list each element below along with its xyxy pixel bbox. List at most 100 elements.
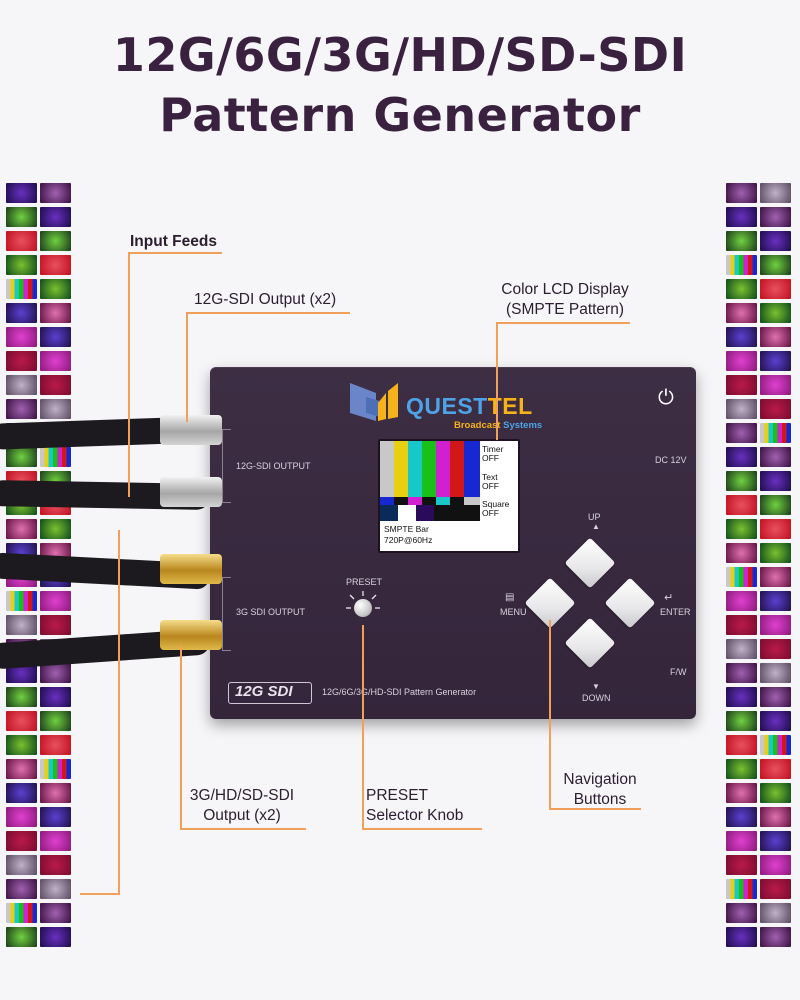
preset-knob-ticks (346, 591, 380, 609)
label-up: UP (588, 512, 601, 522)
pattern-thumbnail (6, 927, 37, 947)
label-down: DOWN (582, 693, 611, 703)
pattern-thumbnail (40, 399, 71, 419)
pattern-thumbnail (40, 351, 71, 371)
page-title-line2: Pattern Generator (159, 88, 641, 142)
label-enter: ENTER (660, 607, 691, 617)
pattern-thumbnail (40, 519, 71, 539)
pattern-thumbnail (40, 663, 71, 683)
callout-3g-line2: Output (x2) (203, 807, 281, 824)
up-button[interactable] (564, 537, 616, 589)
pattern-thumbnail (760, 279, 791, 299)
brand-name-prefix: QUEST (406, 393, 488, 419)
label-preset: PRESET (346, 577, 383, 587)
pattern-thumbnail (40, 831, 71, 851)
pattern-thumbnail (6, 735, 37, 755)
label-3g-output: 3G SDI OUTPUT (236, 607, 306, 617)
pattern-thumbnail (760, 183, 791, 203)
label-menu: MENU (500, 607, 527, 617)
callout-navigation: Navigation Buttons (548, 770, 652, 810)
callout-line-preset-v (362, 625, 364, 830)
brand-name: QUESTTEL (406, 393, 533, 420)
pattern-thumbnail (726, 447, 757, 467)
pattern-thumbnail (726, 927, 757, 947)
pattern-thumbnail (40, 231, 71, 251)
pattern-thumbnail (726, 303, 757, 323)
pattern-thumbnail (760, 351, 791, 371)
lcd-text-value: OFF (482, 481, 499, 491)
pattern-thumbnail (760, 903, 791, 923)
enter-icon: ↵ (664, 592, 674, 604)
pattern-thumbnail (760, 759, 791, 779)
pattern-thumbnail (760, 735, 791, 755)
pattern-thumbnail (6, 759, 37, 779)
pattern-thumbnail (40, 279, 71, 299)
lcd-square-value: OFF (482, 508, 499, 518)
pattern-thumbnail (760, 855, 791, 875)
pattern-thumbnail (760, 639, 791, 659)
enter-button[interactable] (604, 577, 656, 629)
pattern-thumbnail (6, 711, 37, 731)
pattern-thumbnail (726, 495, 757, 515)
pattern-thumbnail (760, 807, 791, 827)
pattern-thumbnail (6, 351, 37, 371)
pattern-thumbnail (6, 519, 37, 539)
pattern-thumbnail (40, 303, 71, 323)
power-icon[interactable]: ⏻ (658, 387, 674, 409)
pattern-thumbnail (40, 183, 71, 203)
pattern-thumbnail (726, 279, 757, 299)
label-dc-12v: DC 12V (655, 455, 687, 465)
callout-preset-line1: PRESET (366, 787, 429, 804)
pattern-thumbnail (40, 591, 71, 611)
pattern-thumbnail (726, 639, 757, 659)
pattern-thumbnail (40, 327, 71, 347)
pattern-thumbnail (726, 375, 757, 395)
callout-line-3g-v (180, 645, 182, 830)
callout-preset: PRESET Selector Knob (366, 786, 463, 826)
callout-input-feeds: Input Feeds (130, 233, 217, 250)
callout-3g-line1: 3G/HD/SD-SDI (189, 787, 295, 804)
callout-3g-output: 3G/HD/SD-SDI Output (x2) (178, 786, 306, 826)
bnc-connector-12g-1[interactable] (160, 415, 222, 445)
bnc-connector-3g-1[interactable] (160, 554, 222, 584)
label-fw: F/W (670, 667, 687, 677)
brand-subtitle-prefix: Broadcast (454, 420, 501, 431)
badge-text: 12G SDI (235, 683, 293, 700)
pattern-thumbnail (760, 831, 791, 851)
pattern-thumbnail (6, 831, 37, 851)
pattern-thumbnail (6, 183, 37, 203)
pattern-thumbnail (760, 471, 791, 491)
pattern-thumbnail (6, 255, 37, 275)
pattern-thumbnail (6, 687, 37, 707)
pattern-thumbnail (6, 375, 37, 395)
lcd-pattern-name: SMPTE Bar (384, 524, 429, 534)
callout-line-input-v (128, 252, 130, 497)
questtel-logo-icon (350, 383, 398, 421)
pattern-thumbnail (726, 735, 757, 755)
pattern-thumbnail (6, 615, 37, 635)
preset-selector-knob[interactable] (354, 599, 372, 617)
pattern-thumbnail (6, 231, 37, 251)
callout-preset-line2: Selector Knob (366, 807, 464, 824)
pattern-thumbnail (726, 399, 757, 419)
pattern-thumbnail (726, 783, 757, 803)
pattern-thumbnail (760, 879, 791, 899)
pattern-thumbnail (6, 903, 37, 923)
pattern-thumbnail (726, 687, 757, 707)
pattern-generator-device: 12G-SDI OUTPUT 3G SDI OUTPUT QUESTTEL Br… (160, 367, 696, 719)
callout-line-3g-h (180, 828, 306, 830)
bnc-connector-3g-2[interactable] (160, 620, 222, 650)
pattern-thumbnail (40, 927, 71, 947)
down-button[interactable] (564, 617, 616, 669)
pattern-thumbnail (6, 591, 37, 611)
pattern-thumbnail (726, 807, 757, 827)
pattern-thumbnail (726, 663, 757, 683)
up-arrow-icon: ▲ (592, 522, 600, 531)
pattern-thumbnail (40, 255, 71, 275)
bnc-connector-12g-2[interactable] (160, 477, 222, 507)
pattern-thumbnail (726, 255, 757, 275)
pattern-thumbnail (726, 423, 757, 443)
pattern-thumbnail (40, 447, 71, 467)
pattern-thumbnail (760, 591, 791, 611)
callout-lcd: Color LCD Display (SMPTE Pattern) (480, 280, 650, 320)
